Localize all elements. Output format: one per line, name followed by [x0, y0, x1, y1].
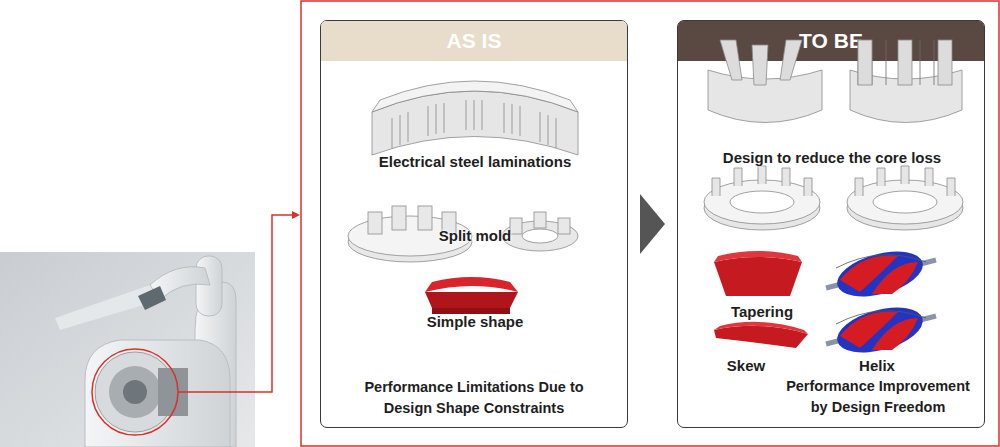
arrow-shape [640, 194, 665, 254]
robot-arm [85, 256, 236, 447]
flow-arrow [640, 194, 665, 254]
part-label: Design to reduce the core loss [723, 149, 941, 166]
panel-header: TO BE [678, 21, 984, 61]
part-label: Skew [727, 357, 765, 374]
part-label: Tapering [731, 303, 793, 320]
part-label: Helix [859, 357, 895, 374]
light-beam [55, 285, 170, 330]
part-label: Split mold [439, 227, 512, 244]
robot-photo [0, 252, 255, 447]
panel-box: AS IS Performance Limitations Due to Desi… [320, 20, 628, 428]
highlight-circle [92, 349, 178, 435]
panel-summary: Performance Improvement by Design Freedo… [778, 376, 978, 418]
part-label: Electrical steel laminations [379, 153, 572, 170]
leader-arrowhead [292, 211, 300, 219]
leader-line [178, 215, 294, 392]
panel-box: TO BE Performance Improvement by Design F… [677, 20, 985, 428]
highlight-frame [301, 1, 999, 446]
panel-header: AS IS [321, 21, 627, 61]
part-label: Simple shape [427, 313, 524, 330]
panel-summary: Performance Limitations Due to Design Sh… [341, 377, 607, 419]
